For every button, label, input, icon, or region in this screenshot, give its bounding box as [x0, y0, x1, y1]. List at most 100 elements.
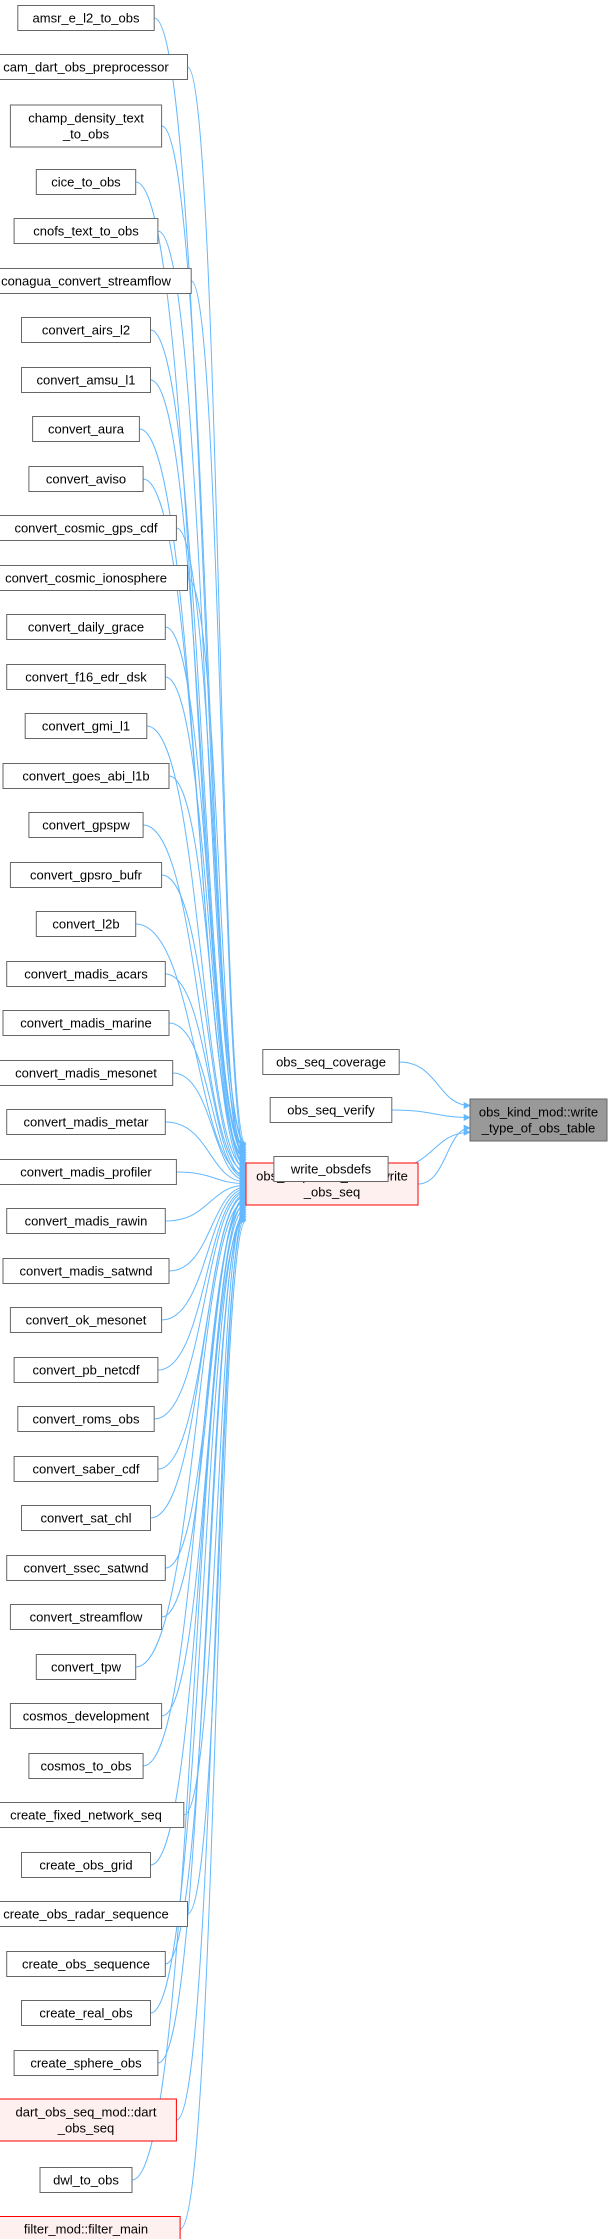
node-create-real-obs[interactable]: create_real_obs — [21, 2000, 151, 2026]
node-convert-ok-mesonet[interactable]: convert_ok_mesonet — [9, 1307, 163, 1333]
node-filter-mod-filter-main-box — [0, 2216, 181, 2239]
node-convert-amsu-l1[interactable]: convert_amsu_l1 — [21, 367, 151, 393]
node-create-sphere-obs[interactable]: create_sphere_obs — [13, 2050, 159, 2076]
edge-dart-obs-seq-mod-dart-obs-seq-to-hub — [176, 1213, 247, 2121]
node-create-fixed-network-seq[interactable]: create_fixed_network_seq — [0, 1802, 185, 1828]
node-convert-aviso-box — [28, 466, 144, 492]
node-convert-roms-obs[interactable]: convert_roms_obs — [17, 1406, 155, 1432]
node-convert-amsu-l1-label: convert_amsu_l1 — [37, 373, 136, 388]
node-convert-saber-cdf[interactable]: convert_saber_cdf — [13, 1456, 159, 1482]
node-cosmos-to-obs[interactable]: cosmos_to_obs — [28, 1753, 144, 1779]
node-create-obs-radar-sequence[interactable]: create_obs_radar_sequence — [0, 1901, 188, 1927]
node-convert-madis-acars-label: convert_madis_acars — [24, 967, 148, 982]
node-convert-cosmic-gps-cdf[interactable]: convert_cosmic_gps_cdf — [0, 515, 177, 541]
node-create-obs-grid-label: create_obs_grid — [39, 1858, 132, 1873]
node-convert-madis-profiler[interactable]: convert_madis_profiler — [0, 1159, 177, 1185]
node-convert-saber-cdf-label: convert_saber_cdf — [33, 1462, 140, 1477]
node-convert-madis-satwnd-box — [2, 1258, 170, 1284]
node-create-obs-sequence-box — [6, 1951, 166, 1977]
node-champ-density-text-to-obs-label: champ_density_text — [28, 111, 144, 126]
edge-conagua-convert-streamflow-to-hub — [190, 280, 247, 1156]
edge-convert-madis-metar-to-hub — [165, 1121, 247, 1186]
node-convert-ok-mesonet-box — [9, 1307, 163, 1333]
edge-create-fixed-network-seq-to-hub — [183, 1202, 247, 1816]
node-obs-seq-verify-label: obs_seq_verify — [287, 1103, 375, 1118]
node-convert-l2b-box — [35, 911, 137, 937]
node-create-obs-grid[interactable]: create_obs_grid — [21, 1852, 151, 1878]
edge-convert-gmi-l1-to-hub — [146, 725, 247, 1172]
node-convert-madis-mesonet[interactable]: convert_madis_mesonet — [0, 1060, 174, 1086]
node-convert-aviso-label: convert_aviso — [46, 472, 126, 487]
node-champ-density-text-to-obs[interactable]: champ_density_text_to_obs — [9, 104, 163, 148]
node-convert-daily-grace[interactable]: convert_daily_grace — [6, 614, 166, 640]
node-convert-cosmic-ionosphere-label: convert_cosmic_ionosphere — [5, 571, 167, 586]
node-write-obsdefs-box — [273, 1156, 389, 1182]
node-cice-to-obs[interactable]: cice_to_obs — [35, 169, 137, 195]
node-dart-obs-seq-mod-dart-obs-seq[interactable]: dart_obs_seq_mod::dart_obs_seq — [0, 2098, 177, 2142]
node-convert-madis-profiler-box — [0, 1159, 177, 1185]
node-convert-airs-l2-box — [21, 317, 151, 343]
edge-convert-gpsro-bufr-to-hub — [161, 874, 247, 1177]
node-convert-gpspw-label: convert_gpspw — [42, 818, 130, 833]
node-cice-to-obs-label: cice_to_obs — [51, 175, 121, 190]
edge-cosmos-development-to-hub — [161, 1199, 247, 1717]
node-obs-kind-mod-write-type-of-obs-table-box — [469, 1098, 608, 1142]
node-cosmos-development[interactable]: cosmos_development — [9, 1703, 163, 1729]
edge-convert-ssec-satwnd-to-hub — [165, 1194, 247, 1569]
node-convert-tpw-box — [35, 1654, 137, 1680]
node-create-obs-sequence[interactable]: create_obs_sequence — [6, 1951, 166, 1977]
node-obs-kind-mod-write-type-of-obs-table-label: _type_of_obs_table — [481, 1121, 595, 1136]
node-filter-mod-filter-main[interactable]: filter_mod::filter_main — [0, 2216, 181, 2239]
node-convert-pb-netcdf-label: convert_pb_netcdf — [33, 1363, 140, 1378]
edge-convert-cosmic-ionosphere-to-hub — [187, 577, 247, 1167]
node-convert-cosmic-gps-cdf-label: convert_cosmic_gps_cdf — [14, 521, 157, 536]
node-convert-aura[interactable]: convert_aura — [32, 416, 140, 442]
node-dart-obs-seq-mod-dart-obs-seq-label: dart_obs_seq_mod::dart — [16, 2105, 157, 2120]
node-convert-ssec-satwnd[interactable]: convert_ssec_satwnd — [6, 1555, 166, 1581]
node-convert-ok-mesonet-label: convert_ok_mesonet — [26, 1313, 147, 1328]
edge-convert-tpw-to-hub — [135, 1197, 247, 1668]
node-cam-dart-obs-preprocessor[interactable]: cam_dart_obs_preprocessor — [0, 54, 188, 80]
node-convert-goes-abi-l1b[interactable]: convert_goes_abi_l1b — [2, 763, 170, 789]
node-convert-ssec-satwnd-label: convert_ssec_satwnd — [23, 1561, 148, 1576]
edge-obs-seq-verify-to-target — [391, 1109, 471, 1121]
node-create-fixed-network-seq-label: create_fixed_network_seq — [10, 1808, 162, 1823]
node-convert-sat-chl[interactable]: convert_sat_chl — [21, 1505, 151, 1531]
node-obs-seq-coverage[interactable]: obs_seq_coverage — [262, 1049, 400, 1075]
node-dwl-to-obs[interactable]: dwl_to_obs — [39, 2167, 133, 2193]
node-obs-seq-verify[interactable]: obs_seq_verify — [269, 1097, 393, 1123]
node-write-obsdefs[interactable]: write_obsdefs — [273, 1156, 389, 1182]
node-obs-kind-mod-write-type-of-obs-table[interactable]: obs_kind_mod::write_type_of_obs_table — [469, 1098, 608, 1142]
node-convert-aura-label: convert_aura — [48, 422, 125, 437]
node-convert-madis-rawin[interactable]: convert_madis_rawin — [6, 1208, 166, 1234]
node-convert-l2b[interactable]: convert_l2b — [35, 911, 137, 937]
edge-convert-roms-obs-to-hub — [154, 1188, 247, 1420]
node-conagua-convert-streamflow[interactable]: conagua_convert_streamflow — [0, 268, 192, 294]
node-convert-madis-marine[interactable]: convert_madis_marine — [2, 1010, 170, 1036]
node-convert-cosmic-ionosphere-box — [0, 565, 188, 591]
node-cnofs-text-to-obs[interactable]: cnofs_text_to_obs — [13, 218, 159, 244]
node-create-real-obs-box — [21, 2000, 151, 2026]
node-convert-gmi-l1[interactable]: convert_gmi_l1 — [24, 713, 148, 739]
node-convert-madis-metar[interactable]: convert_madis_metar — [6, 1109, 166, 1135]
node-convert-pb-netcdf[interactable]: convert_pb_netcdf — [13, 1357, 159, 1383]
node-convert-streamflow-label: convert_streamflow — [30, 1610, 143, 1625]
node-convert-madis-acars[interactable]: convert_madis_acars — [6, 961, 166, 987]
node-convert-goes-abi-l1b-label: convert_goes_abi_l1b — [22, 769, 149, 784]
node-convert-cosmic-gps-cdf-box — [0, 515, 177, 541]
node-convert-madis-metar-box — [6, 1109, 166, 1135]
node-cam-dart-obs-preprocessor-label: cam_dart_obs_preprocessor — [3, 60, 169, 75]
node-convert-aviso[interactable]: convert_aviso — [28, 466, 144, 492]
node-convert-airs-l2[interactable]: convert_airs_l2 — [21, 317, 151, 343]
node-convert-gpspw[interactable]: convert_gpspw — [28, 812, 144, 838]
node-convert-gpsro-bufr[interactable]: convert_gpsro_bufr — [9, 862, 163, 888]
node-convert-cosmic-ionosphere[interactable]: convert_cosmic_ionosphere — [0, 565, 188, 591]
node-convert-madis-satwnd[interactable]: convert_madis_satwnd — [2, 1258, 170, 1284]
node-convert-tpw[interactable]: convert_tpw — [35, 1654, 137, 1680]
node-convert-streamflow[interactable]: convert_streamflow — [9, 1604, 163, 1630]
edge-cnofs-text-to-obs-to-hub — [157, 230, 247, 1155]
node-amsr-e-l2-to-obs[interactable]: amsr_e_l2_to_obs — [17, 5, 155, 31]
node-convert-f16-edr-dsk[interactable]: convert_f16_edr_dsk — [6, 664, 166, 690]
node-create-obs-sequence-label: create_obs_sequence — [22, 1957, 150, 1972]
